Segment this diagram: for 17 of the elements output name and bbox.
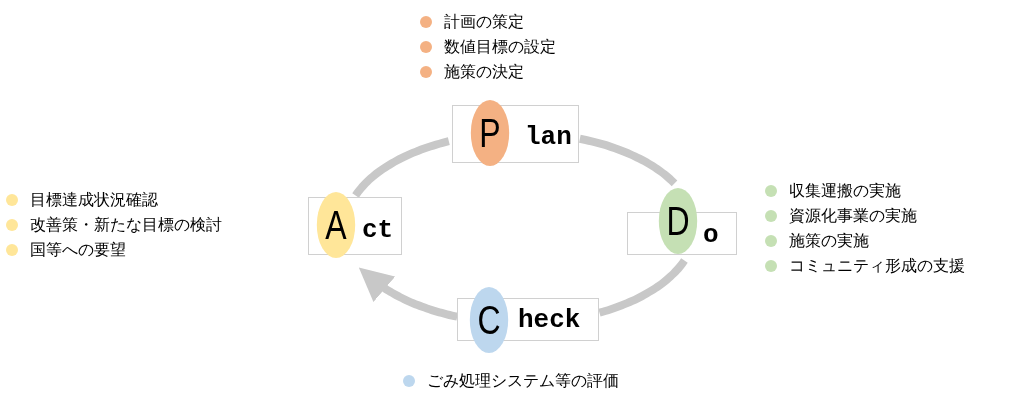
cycle-arrow — [358, 267, 459, 321]
task-text: コミュニティ形成の支援 — [789, 255, 965, 277]
initial-letter: C — [469, 287, 509, 353]
task-text: 計画の策定 — [444, 11, 524, 33]
task-text: ごみ処理システム等の評価 — [427, 370, 619, 392]
task-text: 数値目標の設定 — [444, 36, 556, 58]
task-text: 施策の実施 — [789, 230, 869, 252]
task-text: 目標達成状況確認 — [30, 189, 158, 211]
task-text: 収集運搬の実施 — [789, 180, 901, 202]
task-text: 資源化事業の実施 — [789, 205, 917, 227]
task-text: 改善策・新たな目標の検討 — [30, 214, 222, 236]
phase-label: ct — [362, 215, 394, 245]
phase-label: o — [703, 220, 719, 250]
phase-label: heck — [518, 305, 581, 335]
task-text: 施策の決定 — [444, 61, 524, 83]
phase-label: lan — [525, 122, 572, 152]
task-text: 国等への要望 — [30, 239, 126, 261]
